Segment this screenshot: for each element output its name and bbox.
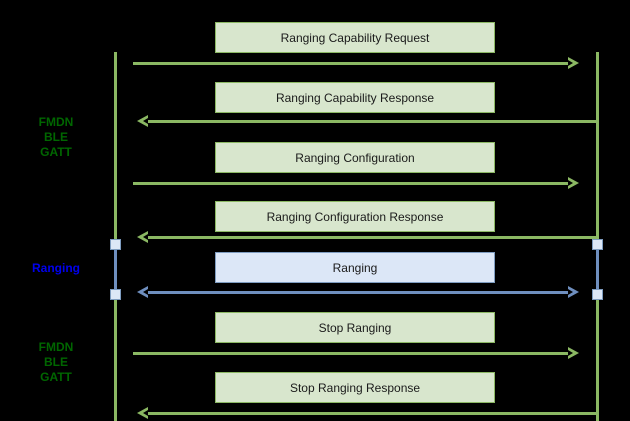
- phase-label-line: BLE: [44, 355, 68, 369]
- arrowhead-left-icon: [137, 407, 148, 419]
- message-label: Ranging Capability Response: [275, 90, 435, 105]
- arrowhead-right-icon: [568, 177, 579, 189]
- message-box-stop-ranging[interactable]: Stop Ranging: [215, 312, 495, 343]
- message-arrow-ranging-bidirectional: [148, 291, 568, 294]
- message-label: Ranging Configuration Response: [266, 209, 444, 224]
- message-label: Stop Ranging Response: [289, 380, 421, 395]
- ranging-activation-bar-right: [596, 244, 599, 294]
- ranging-activation-node-left-end: [110, 289, 121, 300]
- message-arrow-ranging-configuration: [133, 182, 568, 185]
- lifeline-left-actor: [114, 52, 117, 421]
- message-label: Ranging Capability Request: [280, 30, 430, 45]
- message-arrow-ranging-configuration-response: [148, 236, 596, 239]
- message-arrow-ranging-capability-response: [148, 120, 596, 123]
- message-label: Ranging: [332, 260, 378, 275]
- message-label: Stop Ranging: [318, 320, 392, 335]
- ranging-activation-node-left-start: [110, 239, 121, 250]
- lifeline-right-actor: [596, 52, 599, 421]
- phase-label-fmdn-ble-gatt-top: FMDN BLE GATT: [16, 115, 96, 160]
- arrowhead-right-icon: [568, 286, 579, 298]
- message-box-ranging-configuration[interactable]: Ranging Configuration: [215, 142, 495, 173]
- arrowhead-right-icon: [568, 347, 579, 359]
- phase-label-line: FMDN: [38, 340, 74, 354]
- message-box-ranging-configuration-response[interactable]: Ranging Configuration Response: [215, 201, 495, 232]
- ranging-activation-node-right-end: [592, 289, 603, 300]
- message-box-ranging-capability-response[interactable]: Ranging Capability Response: [215, 82, 495, 113]
- phase-label-line: GATT: [40, 370, 72, 384]
- phase-label-line: Ranging: [32, 261, 80, 275]
- message-box-stop-ranging-response[interactable]: Stop Ranging Response: [215, 372, 495, 403]
- message-box-ranging-capability-request[interactable]: Ranging Capability Request: [215, 22, 495, 53]
- arrowhead-right-icon: [568, 57, 579, 69]
- arrowhead-left-icon: [137, 286, 148, 298]
- ranging-activation-bar-left: [114, 244, 117, 294]
- message-label: Ranging Configuration: [295, 150, 415, 165]
- message-box-ranging[interactable]: Ranging: [215, 252, 495, 283]
- message-arrow-stop-ranging-response: [148, 412, 596, 415]
- ranging-activation-node-right-start: [592, 239, 603, 250]
- phase-label-fmdn-ble-gatt-bottom: FMDN BLE GATT: [16, 340, 96, 385]
- phase-label-line: BLE: [44, 130, 68, 144]
- phase-label-ranging: Ranging: [16, 261, 96, 276]
- message-arrow-ranging-capability-request: [133, 62, 568, 65]
- phase-label-line: FMDN: [38, 115, 74, 129]
- arrowhead-left-icon: [137, 231, 148, 243]
- arrowhead-left-icon: [137, 115, 148, 127]
- message-arrow-stop-ranging: [133, 352, 568, 355]
- phase-label-line: GATT: [40, 145, 72, 159]
